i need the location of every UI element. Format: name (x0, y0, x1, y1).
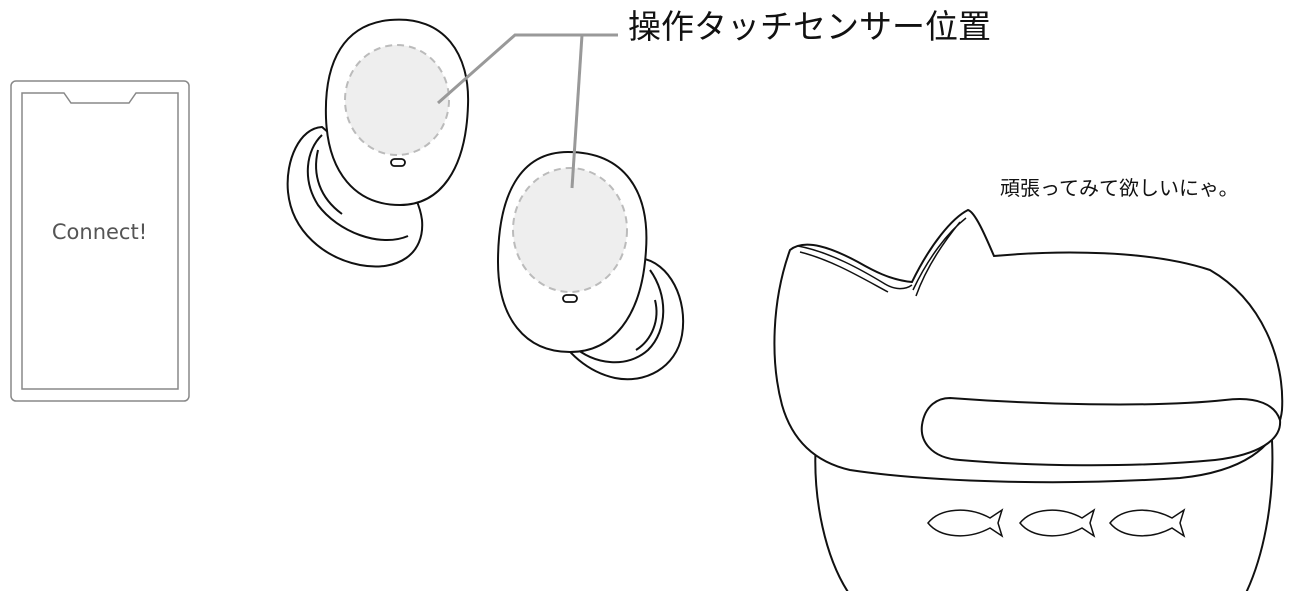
earbud-right (496, 150, 685, 381)
earbud-left-eartip-inner (306, 134, 409, 241)
earbud-left-eartip-inner2 (315, 149, 343, 215)
fish-icon (927, 508, 1004, 538)
earbud-left-touch-area (344, 44, 450, 156)
leader-line-branch (570, 34, 584, 189)
cat-charging-case (773, 208, 1284, 591)
earbud-left (286, 18, 470, 268)
leader-line-main (437, 33, 618, 105)
earbud-right-eartip-inner (571, 269, 665, 364)
cat-speech-text: 頑張ってみて欲しいにゃ。 (1000, 176, 1239, 200)
cat-ear-right-inner (912, 217, 967, 297)
cat-tail (920, 396, 1282, 467)
earbud-left-indicator-led (390, 158, 406, 167)
earbud-right-eartip-inner2 (635, 299, 658, 351)
earbud-right-touch-area (512, 167, 628, 293)
phone-screen-text: Connect! (51, 220, 148, 244)
leader-lines (437, 33, 618, 189)
smartphone (10, 80, 190, 402)
fish-icons (927, 508, 1186, 538)
phone-body (10, 80, 190, 402)
fish-icon (1019, 508, 1096, 538)
touch-sensor-position-label: 操作タッチセンサー位置 (628, 7, 991, 46)
phone-screen (21, 92, 179, 390)
fish-icon (1109, 508, 1186, 538)
cat-ear-left-inner (797, 245, 913, 293)
earbud-right-indicator-led (562, 294, 578, 303)
